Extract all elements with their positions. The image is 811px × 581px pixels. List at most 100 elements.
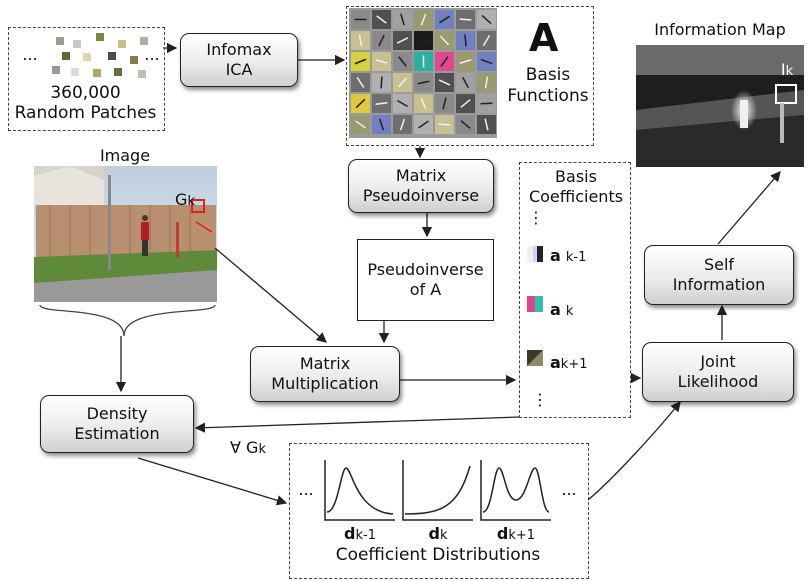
density-line1: Density [86,404,148,423]
distribution-label-k: dk [403,524,473,545]
pseudoinverse-of-a-node: Pseudoinverse of A [357,239,494,321]
coef-sub: k+1 [560,357,588,372]
dist-name: d [496,524,509,543]
patch-gk-marker [191,199,205,213]
image-title: Image [99,146,151,165]
infomax-line1: Infomax [206,40,272,59]
random-patches-panel [8,27,165,131]
basis-caption-line2: Functions [507,86,589,106]
distributions-ellipsis-left: ... [298,480,314,499]
dist-name: d [344,524,356,543]
coefficient-item-k: a k [550,300,620,321]
basis-tile-stroke [439,15,450,24]
basis-caption-line1: Basis [525,65,571,85]
density-line2: Estimation [74,424,160,443]
basis-tile-stroke [460,120,471,129]
coef-name: a [550,246,561,265]
joint-likelihood-node: Joint Likelihood [642,342,794,402]
infomax-ica-node: Infomax ICA [180,33,298,87]
patches-caption: Random Patches [14,103,157,123]
random-patch-thumbnails [52,33,148,78]
basis-matrix-symbol: A [529,16,559,60]
basis-functions-panel [346,6,594,146]
basis-tile-stroke [460,99,471,108]
distributions-caption: Coefficient Distributions [335,545,541,565]
coef-sub: k-1 [565,250,587,265]
self-info-line1: Self [703,255,735,274]
image-gk-var: G [175,190,188,209]
basis-tile-stroke [439,35,450,46]
self-information-node: Self Information [644,245,794,305]
dist-sub: k+1 [508,528,536,543]
density-estimation-node: Density Estimation [40,395,194,453]
coefficients-bottom-dots: ⋮ [532,390,548,409]
basis-tile-stroke [417,80,430,85]
basis-tile-stroke [417,38,430,43]
basis-tile-stroke [464,34,467,47]
distributions-ellipsis-right: ... [561,480,577,499]
info-map-title: Information Map [654,20,786,39]
basis-tile-stroke [480,58,493,65]
matrix-pinv-line2: Pseudoinverse [362,186,480,205]
coefficient-item-k-minus-1: a k-1 [550,246,620,267]
patches-ellipsis-right: ... [144,45,160,64]
basis-tile-stroke [418,120,429,129]
distribution-label-k-minus-1: dk-1 [325,524,395,545]
info-map-ik-label: Ik [772,60,802,81]
basis-tile-stroke [442,97,447,110]
coefficient-item-k-plus-1: ak+1 [550,353,620,374]
pinv-of-a-line2: of A [409,280,442,299]
matrix-mult-line2: Multiplication [271,374,379,393]
basis-tile-stroke [440,56,449,67]
info-map-ik-var: I [780,60,786,79]
coef-name: a [550,300,561,319]
basis-tile-stroke [398,56,407,67]
joint-line1: Joint [700,352,736,371]
basis-tile-stroke [399,118,406,131]
basis-tile-stroke [420,97,427,110]
coefficients-top-dots: ⋮ [528,208,544,227]
image-gk-label: Gk [168,190,202,211]
dist-sub: k-1 [355,528,376,543]
basis-tile-stroke [482,34,491,47]
basis-cells [351,10,496,134]
dist-sub: k [439,528,448,543]
basis-tile-stroke [438,79,451,86]
basis-tile-stroke [459,59,472,64]
basis-tile-stroke [378,34,385,47]
basis-tile-stroke [376,15,387,24]
basis-tile-stroke [356,77,365,88]
basis-tile-stroke [462,76,469,89]
matrix-mult-line1: Matrix [299,354,351,373]
joint-line2: Likelihood [677,372,759,391]
forall-sub: k [258,442,266,457]
basis-tile-stroke [459,18,472,21]
basis-tile-stroke [396,99,409,108]
coef-name: a [550,353,561,372]
coefficients-title-line1: Basis [555,167,597,186]
information-map-image [636,45,804,167]
coefficient-swatches [527,246,543,366]
basis-tile-stroke [397,77,408,88]
distribution-plots [324,460,551,521]
coef-sub: k [565,304,574,319]
coefficients-title-line2: Coefficients [528,187,624,206]
forall-symbol: ∀ [230,438,241,457]
basis-tile-stroke [484,76,489,89]
dist-name: d [428,524,440,543]
forall-var: G [246,438,259,457]
basis-tile-stroke [396,37,409,44]
info-map-ik-sub: k [785,64,794,79]
patches-count: 360,000 [50,83,121,103]
basis-tile-stroke [481,14,492,25]
basis-tile-stroke [438,123,451,126]
basis-tile-stroke [355,98,366,109]
matrix-multiplication-node: Matrix Multiplication [250,346,400,402]
basis-tile-stroke [484,118,489,131]
basis-tile-stroke [358,34,363,47]
basis-tile-stroke [380,76,383,89]
self-info-line2: Information [672,275,766,294]
basis-tile-stroke [355,120,366,129]
image-gk-sub: k [187,194,195,209]
